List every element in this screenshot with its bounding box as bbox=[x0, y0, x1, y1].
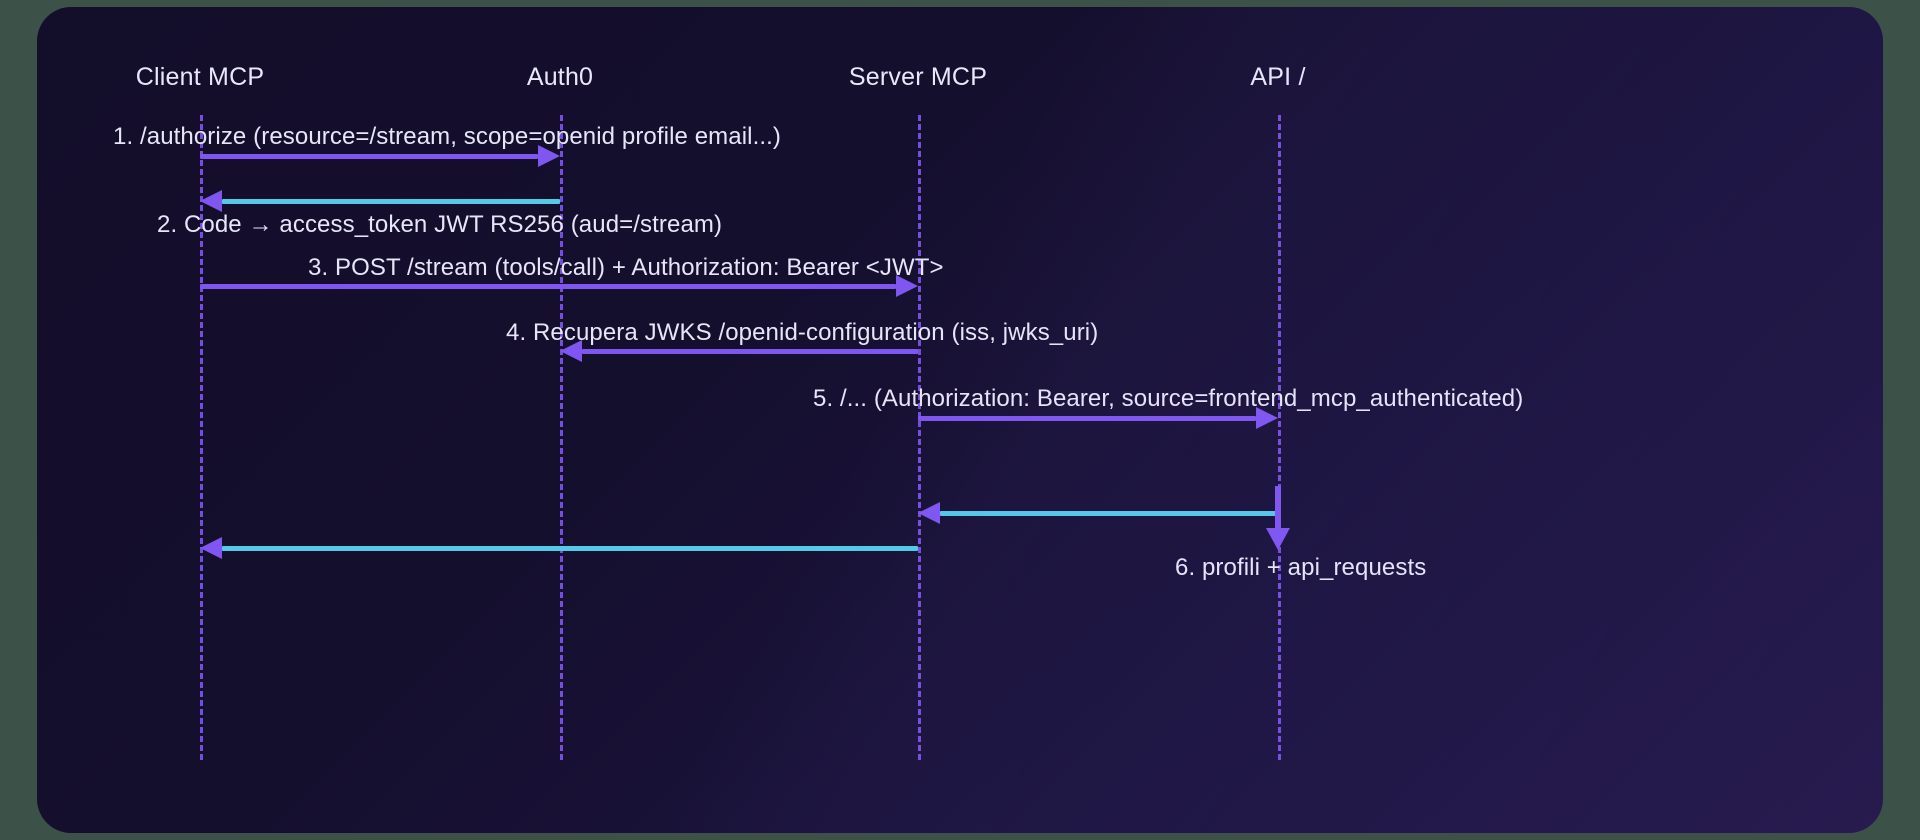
message-label-4: 4. Recupera JWKS /openid-configuration (… bbox=[506, 319, 1099, 346]
actor-label-server-mcp: Server MCP bbox=[848, 63, 988, 91]
sequence-diagram-canvas: Client MCP Auth0 Server MCP API / 1. /au… bbox=[37, 7, 1883, 833]
actor-label-auth0: Auth0 bbox=[526, 63, 594, 91]
message-label-3: 3. POST /stream (tools/call) + Authoriza… bbox=[308, 254, 944, 281]
arrow-head-icon bbox=[538, 145, 560, 167]
diagram-card: Client MCP Auth0 Server MCP API / 1. /au… bbox=[37, 7, 1883, 833]
arrow-head-icon bbox=[1256, 407, 1278, 429]
arrow-shaft bbox=[200, 154, 538, 159]
arrow-shaft bbox=[222, 546, 918, 551]
arrow-shaft bbox=[222, 199, 560, 204]
message-label-6: 6. profili + api_requests bbox=[1175, 554, 1427, 581]
arrow-head-icon bbox=[200, 190, 222, 212]
arrow-shaft bbox=[1275, 486, 1281, 530]
message-label-1: 1. /authorize (resource=/stream, scope=o… bbox=[113, 123, 781, 150]
message-label-2: 2. Code → access_token JWT RS256 (aud=/s… bbox=[157, 211, 723, 238]
arrow-head-icon bbox=[560, 340, 582, 362]
arrow-head-icon bbox=[896, 275, 918, 297]
lifeline-auth0 bbox=[560, 115, 563, 760]
arrow-shaft bbox=[582, 349, 918, 354]
actor-label-client-mcp: Client MCP bbox=[135, 63, 265, 91]
lifeline-server-mcp bbox=[918, 115, 921, 760]
lifeline-api bbox=[1278, 115, 1281, 760]
actor-label-api: API / bbox=[1250, 63, 1306, 91]
arrow-shaft bbox=[200, 284, 896, 289]
arrow-head-icon bbox=[200, 537, 222, 559]
arrow-shaft bbox=[940, 511, 1278, 516]
arrow-shaft bbox=[918, 416, 1256, 421]
arrow-head-icon bbox=[918, 502, 940, 524]
lifeline-client-mcp bbox=[200, 115, 203, 760]
message-label-5: 5. /... (Authorization: Bearer, source=f… bbox=[813, 385, 1524, 412]
arrow-head-icon bbox=[1266, 528, 1290, 550]
